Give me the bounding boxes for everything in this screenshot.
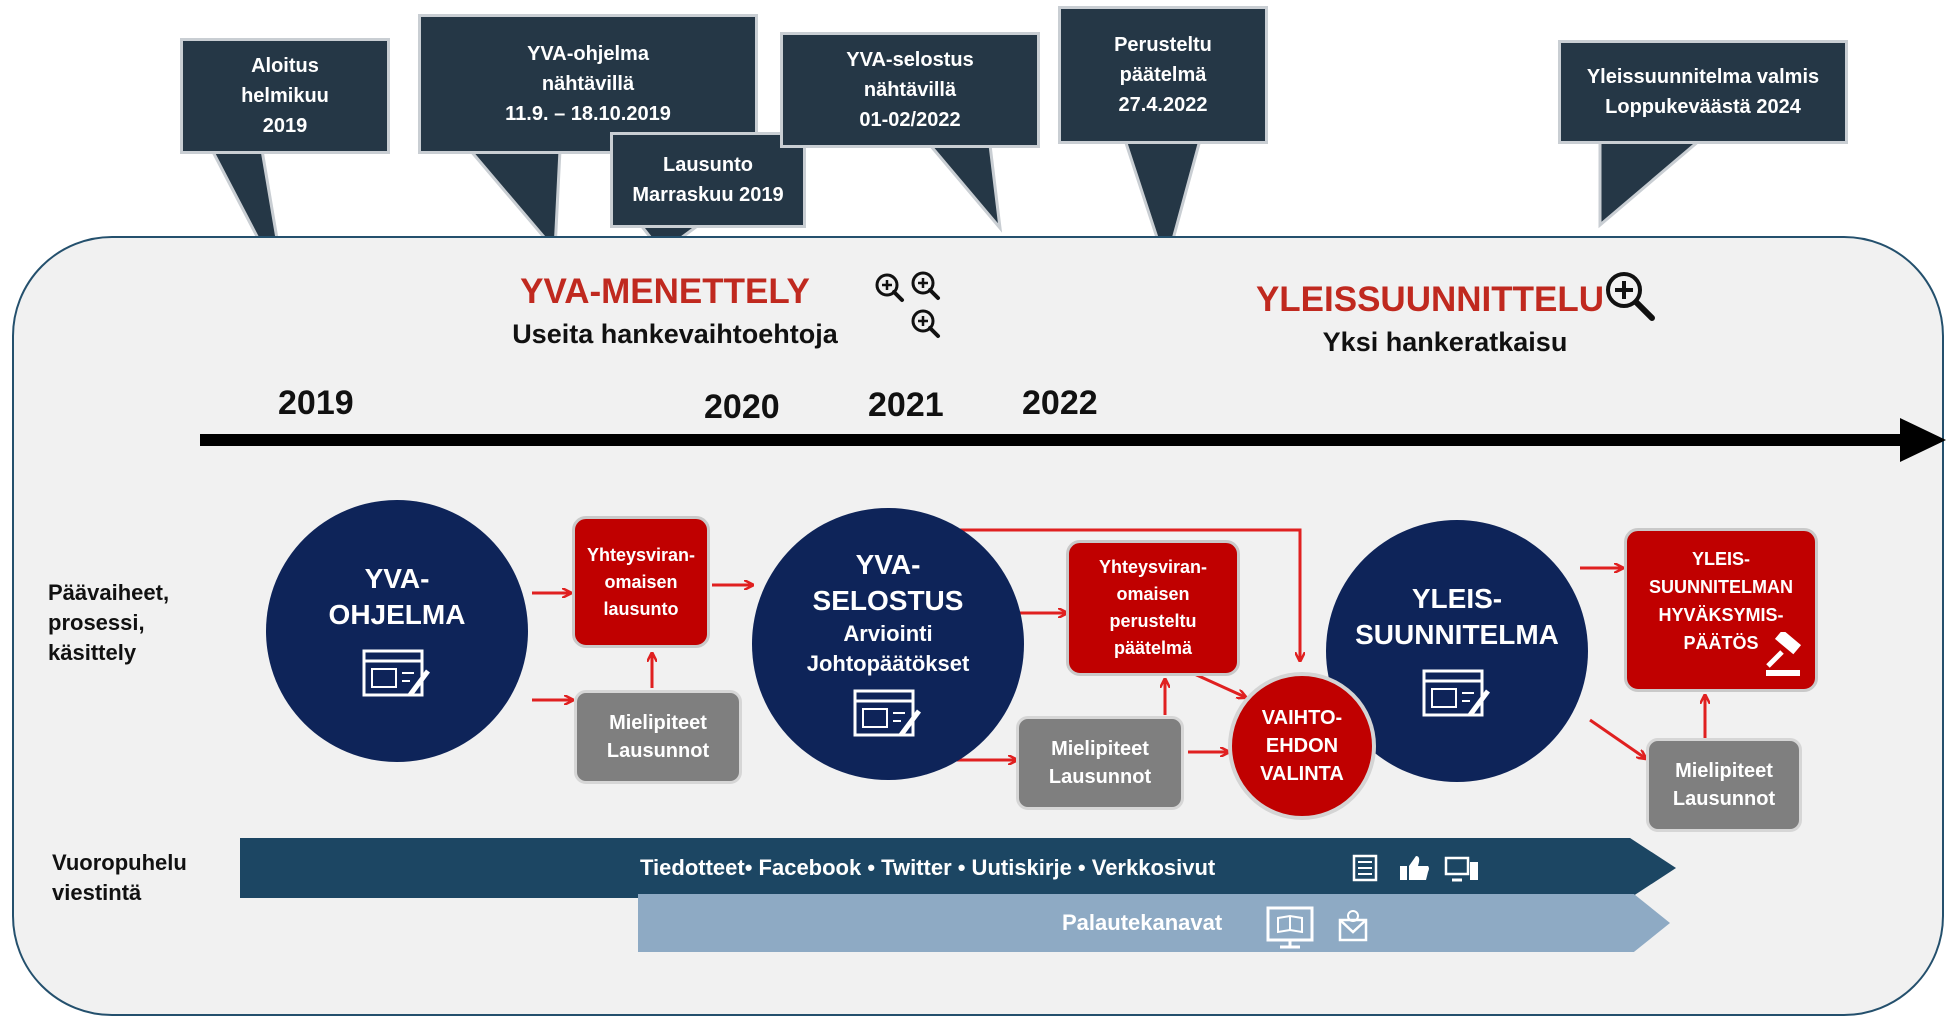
feedback-icons [1266,906,1368,949]
callout-perusteltu: Perusteltu päätelmä 27.4.2022 [1058,6,1268,144]
node-vaihtoehdon-valinta: VAIHTO- EHDON VALINTA [1228,672,1376,820]
communication-channels: Tiedotteet• Facebook • Twitter • Uutiski… [640,855,1216,880]
phase-subtitle-yleis: Yksi hankeratkaisu [1322,327,1568,357]
devices-icon [1444,856,1478,882]
feedback-channels: Palautekanavat [1062,910,1223,935]
communication-band: Tiedotteet• Facebook • Twitter • Uutiski… [240,838,1676,898]
callout-aloitus: Aloitus helmikuu 2019 [180,38,390,154]
side-label-process: Päävaiheet, prosessi, käsittely [48,580,170,665]
node-mielipiteet-1: Mielipiteet Lausunnot [574,690,742,784]
side-label-dialogue: Vuoropuhelu viestintä [52,850,187,905]
callout-yva-selostus: YVA-selostus nähtävillä 01-02/2022 [780,32,1040,148]
year-label: 2022 [1022,384,1098,422]
node-yva-ohjelma: YVA- OHJELMA [266,500,528,762]
monitor-book-icon [1266,906,1314,949]
flow-arrow [960,528,1300,660]
phase-subtitle-yva: Useita hankevaihtoehtoja [512,319,838,349]
zoom-in-icon [875,273,904,302]
document-edit-icon [362,649,430,697]
node-yva-selostus: YVA- SELOSTUS Arviointi Johtopäätökset [752,508,1024,780]
callout-yva-ohjelma: YVA-ohjelma nähtävillä 11.9. – 18.10.201… [418,14,758,154]
node-mielipiteet-2: Mielipiteet Lausunnot [1016,716,1184,810]
node-yhteysviranomaisen-paatelma: Yhteysviran- omaisen perusteltu päätelmä [1066,540,1240,676]
flow-arrow [1589,718,1645,758]
node-hyvaksymispaatos-label: YLEIS- SUUNNITELMAN HYVÄKSYMIS- PÄÄTÖS [1649,549,1793,653]
gavel-icon [1766,632,1802,676]
phase-title-yleis: YLEISSUUNNITTELU [1255,280,1605,319]
node-yva-selostus-sub: Arviointi Johtopäätökset [806,621,970,676]
year-label: 2021 [868,386,944,424]
zoom-in-icon [1606,272,1655,321]
node-yva-ohjelma-label: YVA- OHJELMA [328,563,466,630]
node-yleissuunnitelma-label: YLEIS- SUUNNITELMA [1355,583,1559,650]
feedback-band: Palautekanavat [638,894,1670,952]
node-yva-selostus-label: YVA- SELOSTUS [812,549,964,616]
zoom-in-icon [911,271,940,300]
thumbs-up-icon [1400,856,1429,880]
phase-title-yva: YVA-MENETTELY [520,272,810,311]
year-label: 2020 [704,388,780,426]
zoom-in-icon-group [875,271,940,338]
year-label: 2019 [278,384,354,422]
communication-icons [1352,854,1478,882]
document-edit-icon [853,689,921,737]
timeline-arrow [200,418,1946,462]
zoom-in-icon [911,309,940,338]
node-mielipiteet-3: Mielipiteet Lausunnot [1646,738,1802,832]
node-hyvaksymispaatos: YLEIS- SUUNNITELMAN HYVÄKSYMIS- PÄÄTÖS [1624,528,1818,692]
envelope-icon [1338,910,1368,942]
node-yhteysviranomaisen-lausunto: Yhteysviran- omaisen lausunto [572,516,710,648]
flow-arrow [1189,670,1245,697]
callout-lausunto: Lausunto Marraskuu 2019 [610,132,806,228]
document-edit-icon [1422,669,1490,717]
callout-yleissuunnitelma-valmis: Yleissuunnitelma valmis Loppukeväästä 20… [1558,40,1848,144]
newspaper-icon [1352,854,1378,882]
